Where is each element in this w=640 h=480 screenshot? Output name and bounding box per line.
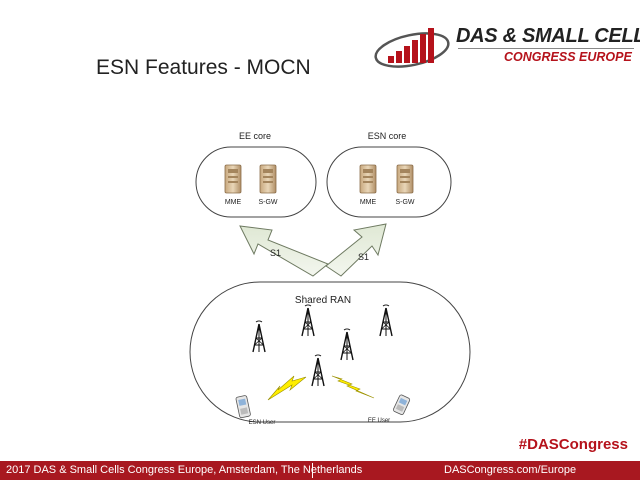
ee-user-phone-icon: [393, 394, 411, 416]
esn-user-phone-icon: [235, 395, 251, 419]
ee-mme-server-icon: [224, 164, 242, 194]
logo-divider: [458, 48, 634, 49]
s1-arrow-esn: [325, 223, 387, 277]
ee-core-label: EE core: [239, 131, 271, 141]
wireless-link-icon: [331, 375, 375, 399]
esn-mme-label: MME: [360, 199, 377, 206]
esn-core-group: ESN core MME S-GW: [326, 131, 452, 218]
esn-mme-server-icon: [359, 164, 377, 194]
footer-website-link[interactable]: DASCongress.com/Europe: [444, 464, 577, 476]
logo-main-text: DAS & SMALL CELLS: [456, 25, 640, 47]
slide-title: ESN Features - MOCN: [96, 56, 311, 79]
logo-sub-text: CONGRESS EUROPE: [504, 50, 632, 64]
mocn-diagram: EE core MME S-GW ESN core MME S-GW S1 S1…: [189, 131, 471, 426]
esn-user-label: ESN User: [249, 420, 276, 426]
esn-sgw-server-icon: [396, 164, 414, 194]
esn-core-box: [326, 146, 452, 218]
hashtag: #DASCongress: [518, 436, 628, 453]
shared-ran-box: [189, 281, 471, 423]
s1-arrow-ee: [239, 225, 329, 277]
esn-sgw-label: S-GW: [395, 199, 414, 206]
ee-core-group: EE core MME S-GW: [195, 131, 317, 218]
shared-ran-group: Shared RAN ESN User EE User: [189, 281, 471, 426]
ee-mme-label: MME: [225, 199, 242, 206]
wireless-link-icon: [267, 375, 307, 401]
ee-core-box: [195, 146, 317, 218]
esn-core-label: ESN core: [368, 131, 407, 141]
s1-label-ee: S1: [270, 248, 281, 258]
signal-bars-icon: [374, 28, 450, 68]
conference-logo: DAS & SMALL CELLS CONGRESS EUROPE: [372, 22, 640, 72]
ee-user-label: EE User: [368, 418, 390, 424]
ee-sgw-server-icon: [259, 164, 277, 194]
footer-event-text: 2017 DAS & Small Cells Congress Europe, …: [6, 464, 363, 476]
ee-sgw-label: S-GW: [258, 199, 277, 206]
s1-label-esn: S1: [358, 252, 369, 262]
footer-bar: 2017 DAS & Small Cells Congress Europe, …: [0, 461, 640, 480]
footer-divider: [312, 463, 313, 478]
shared-ran-label: Shared RAN: [295, 295, 351, 306]
